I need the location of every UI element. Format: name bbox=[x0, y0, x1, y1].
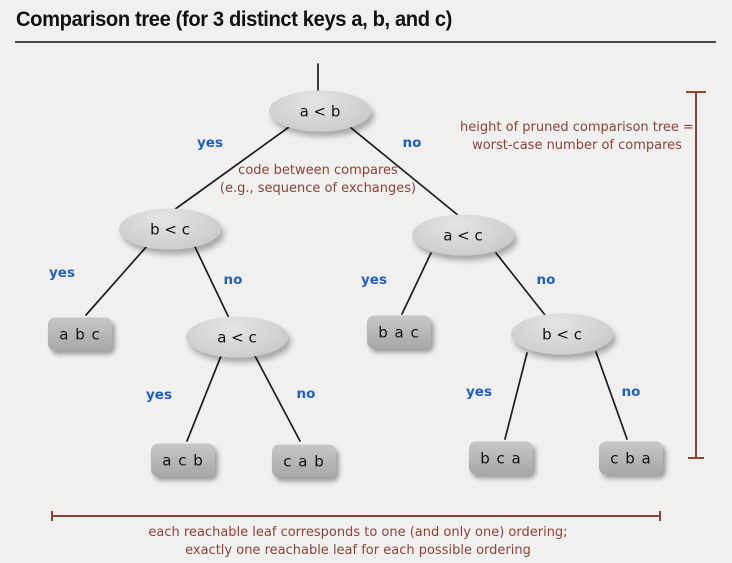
edge-rightright-to-bca bbox=[504, 352, 528, 440]
edge-leftright-to-acb bbox=[186, 355, 222, 442]
edge-right-to-bac bbox=[401, 252, 432, 315]
branch-right-no: no bbox=[536, 272, 556, 288]
code-note-line1: code between compares bbox=[238, 163, 398, 178]
node-root: a < b bbox=[269, 90, 371, 132]
edge-right-to-rightright bbox=[495, 252, 546, 316]
branch-left-right-no: no bbox=[296, 386, 316, 402]
title-divider bbox=[15, 41, 716, 43]
branch-root-no: no bbox=[402, 135, 422, 151]
height-note-line1: height of pruned comparison tree = bbox=[460, 120, 694, 135]
node-right: a < c bbox=[412, 214, 514, 256]
node-right-right: b < c bbox=[511, 313, 613, 355]
node-left: b < c bbox=[119, 208, 221, 250]
leaf-bac: b a c bbox=[367, 315, 431, 349]
branch-right-right-no: no bbox=[621, 384, 641, 400]
branch-left-no: no bbox=[223, 272, 243, 288]
edge-left-to-leftright bbox=[194, 246, 230, 319]
branch-left-yes: yes bbox=[49, 265, 75, 281]
leaf-cba: c b a bbox=[599, 441, 663, 475]
code-note: code between compares (e.g., sequence of… bbox=[220, 162, 416, 198]
page-title: Comparison tree (for 3 distinct keys a, … bbox=[16, 8, 453, 31]
branch-left-right-yes: yes bbox=[146, 387, 172, 403]
leaf-note-line2: exactly one reachable leaf for each poss… bbox=[185, 543, 531, 558]
leaf-acb: a c b bbox=[151, 443, 215, 477]
edge-rightright-to-cba bbox=[595, 351, 628, 440]
code-note-line2: (e.g., sequence of exchanges) bbox=[219, 181, 417, 196]
branch-right-right-yes: yes bbox=[466, 384, 492, 400]
leaf-note: each reachable leaf corresponds to one (… bbox=[148, 524, 567, 560]
leaf-bca: b c a bbox=[469, 441, 533, 475]
leaf-abc: a b c bbox=[48, 317, 112, 351]
edge-root-right bbox=[349, 126, 460, 217]
height-note-line2: worst-case number of compares bbox=[472, 138, 682, 153]
leaf-cab: c a b bbox=[272, 444, 336, 478]
height-note: height of pruned comparison tree = worst… bbox=[460, 119, 694, 155]
edge-leftright-to-cab bbox=[254, 355, 301, 442]
edge-root-left bbox=[173, 126, 290, 211]
branch-right-yes: yes bbox=[361, 272, 387, 288]
branch-root-yes: yes bbox=[197, 135, 223, 151]
edge-left-to-abc bbox=[85, 245, 148, 316]
node-left-right: a < c bbox=[186, 316, 288, 358]
leaf-note-line1: each reachable leaf corresponds to one (… bbox=[148, 525, 568, 540]
